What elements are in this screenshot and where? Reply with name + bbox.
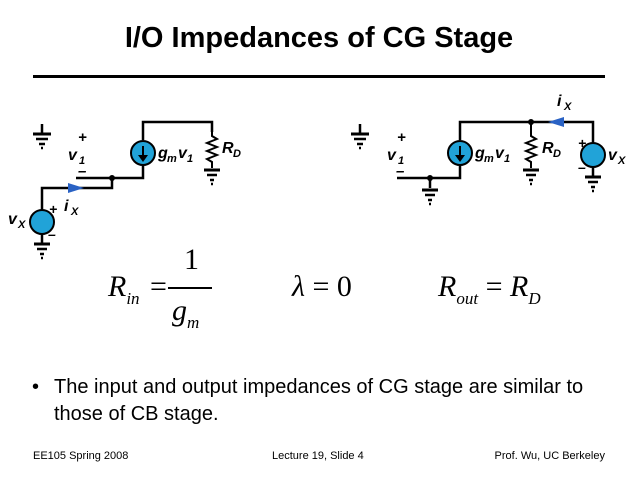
rd-sub: D bbox=[553, 148, 561, 160]
ground-symbol bbox=[34, 242, 50, 260]
ix-label: i bbox=[557, 93, 562, 110]
gm-label: g bbox=[157, 145, 168, 162]
plus-sign: + bbox=[397, 129, 406, 146]
rin-sub: in bbox=[126, 289, 140, 308]
rd-sub: D bbox=[528, 289, 541, 308]
v1-sub: 1 bbox=[398, 155, 404, 167]
v1-sub: 1 bbox=[79, 155, 85, 167]
ix-label: i bbox=[64, 198, 69, 215]
vx-label: v bbox=[608, 147, 618, 164]
resistor-rd bbox=[204, 132, 220, 168]
vx-plus: + bbox=[49, 201, 57, 217]
bullet-text: The input and output impedances of CG st… bbox=[54, 376, 584, 425]
vx-sub: X bbox=[17, 219, 26, 231]
rin-symbol: R bbox=[108, 270, 127, 303]
ground-symbol bbox=[33, 124, 51, 150]
right-circuit-labels: + v 1 – g m v 1 R D + – v X i X bbox=[387, 93, 626, 180]
fraction-denominator-sub: m bbox=[187, 313, 200, 332]
resistor-rd bbox=[523, 122, 539, 168]
right-circuit bbox=[351, 117, 606, 206]
left-circuit-labels: + v 1 – g m v 1 R D + – v X i X bbox=[8, 129, 241, 242]
footer-course: EE105 Spring 2008 bbox=[33, 450, 129, 462]
circuit-diagrams: + v 1 – g m v 1 R D + – v X i X bbox=[8, 93, 626, 260]
rd-label: R bbox=[222, 140, 234, 157]
rd-symbol: R bbox=[509, 270, 529, 303]
fraction-numerator: 1 bbox=[184, 243, 199, 276]
footer-author: Prof. Wu, UC Berkeley bbox=[494, 450, 605, 462]
rd-label: R bbox=[542, 140, 554, 157]
gm-v-sub: 1 bbox=[187, 153, 193, 165]
v1-label: v bbox=[68, 147, 78, 164]
ground-symbol bbox=[422, 188, 438, 206]
ground-symbol bbox=[351, 124, 369, 150]
vx-label: v bbox=[8, 211, 18, 228]
rd-sub: D bbox=[233, 148, 241, 160]
bullet-icon: • bbox=[32, 376, 40, 398]
gm-v-label: v bbox=[495, 145, 505, 162]
vx-plus: + bbox=[578, 135, 586, 151]
lambda-symbol: λ bbox=[292, 270, 305, 303]
vx-sub: X bbox=[617, 155, 626, 167]
ix-sub: X bbox=[563, 101, 572, 113]
lambda-value: 0 bbox=[336, 270, 352, 303]
gm-v-label: v bbox=[178, 145, 188, 162]
fraction-bar bbox=[168, 287, 212, 289]
gm-v-sub: 1 bbox=[504, 153, 510, 165]
rout-sub: out bbox=[456, 289, 479, 308]
slide-title: I/O Impedances of CG Stage bbox=[124, 22, 514, 54]
current-arrow-icon bbox=[68, 183, 84, 193]
lambda-equals: = bbox=[312, 270, 330, 303]
ix-sub: X bbox=[70, 206, 79, 218]
v1-label: v bbox=[387, 147, 397, 164]
fraction-denominator: g bbox=[172, 294, 187, 327]
vx-minus: – bbox=[578, 159, 586, 175]
minus-sign: – bbox=[396, 163, 404, 180]
vx-minus: – bbox=[48, 226, 56, 242]
ground-symbol bbox=[204, 168, 220, 186]
footer-slide-number: Lecture 19, Slide 4 bbox=[272, 450, 364, 462]
equals-sign: = bbox=[150, 270, 167, 303]
gm-label: g bbox=[474, 145, 485, 162]
rout-symbol: R bbox=[438, 270, 457, 303]
plus-sign: + bbox=[78, 129, 87, 146]
minus-sign: – bbox=[78, 163, 86, 180]
gm-sub: m bbox=[484, 153, 494, 165]
title-divider bbox=[33, 75, 605, 78]
gm-sub: m bbox=[167, 153, 177, 165]
rout-equals: = bbox=[485, 270, 503, 303]
current-arrow-icon bbox=[548, 117, 564, 127]
left-circuit bbox=[29, 120, 220, 260]
ground-symbol bbox=[523, 168, 539, 186]
ground-symbol bbox=[585, 175, 601, 193]
